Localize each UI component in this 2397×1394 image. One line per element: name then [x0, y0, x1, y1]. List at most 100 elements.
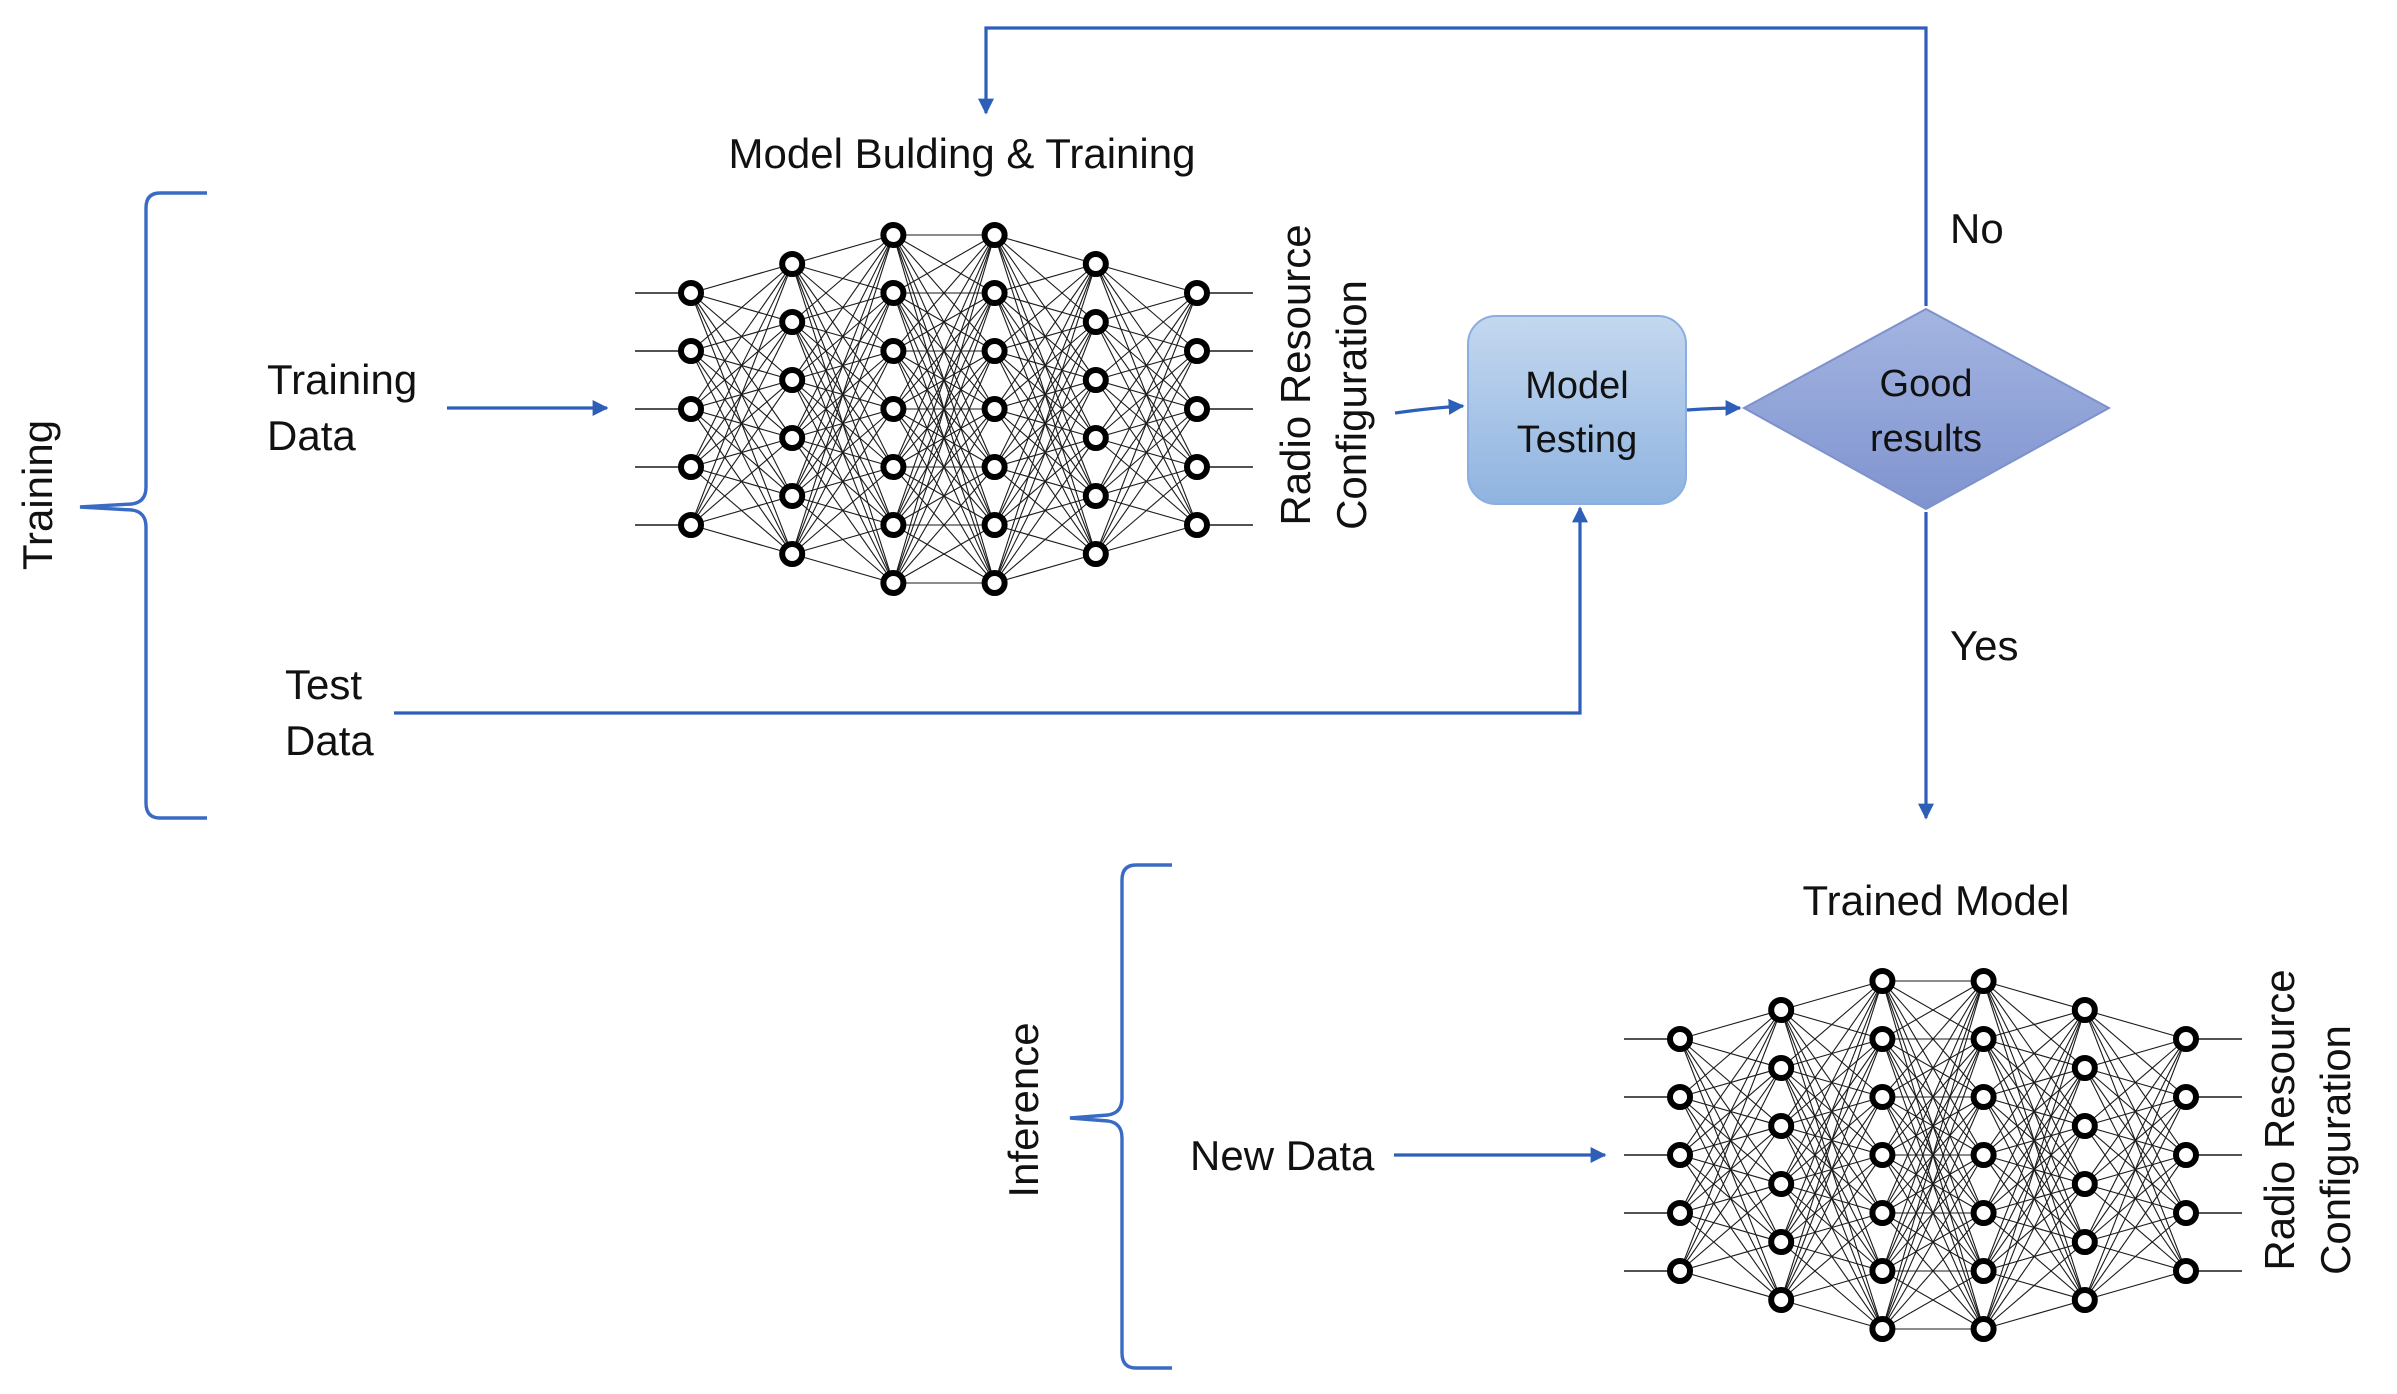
top-network-edge — [994, 234, 1096, 265]
bottom-network-edge — [2084, 1154, 2187, 1301]
bottom-network-node — [1869, 1316, 1896, 1342]
bottom-network-node — [2173, 1258, 2199, 1284]
bottom-network-edge — [1679, 1241, 1782, 1272]
model-building-title: Model Bulding & Training — [729, 130, 1196, 177]
bottom-network-node — [1667, 1142, 1693, 1168]
bottom-network-edge — [1780, 980, 1883, 1185]
top-network-edge — [791, 234, 894, 323]
bottom-network-edge — [1780, 980, 1883, 1127]
bottom-network-edge — [1983, 980, 2085, 1011]
bottom-network-edge — [1983, 1009, 2086, 1330]
top-network-node — [678, 280, 704, 306]
bottom-network-edge — [1679, 1009, 1782, 1040]
top-network-edge — [893, 524, 995, 584]
top-network-edge — [892, 350, 996, 584]
top-network-edge — [690, 379, 793, 526]
bottom-network-node — [1667, 1084, 1693, 1110]
top-network-edge — [792, 553, 894, 584]
top-network-node — [1082, 425, 1109, 451]
top-network-edge — [792, 524, 894, 555]
bottom-network-edge — [2084, 1212, 2187, 1301]
top-network-edge — [1095, 350, 1198, 555]
good-results-label-line1: Good — [1880, 363, 1973, 405]
top-network-edge — [690, 437, 793, 526]
bottom-network-edge — [1881, 980, 1985, 1330]
top-network-edge — [994, 263, 1097, 468]
top-network-node — [1184, 338, 1210, 364]
bottom-network-edge — [1983, 1009, 2086, 1272]
top-network-node — [981, 570, 1008, 596]
bottom-network-edge — [1679, 1009, 1782, 1156]
top-network-edge — [994, 263, 1097, 352]
top-network-edge — [892, 292, 996, 584]
top-network-node — [981, 338, 1008, 364]
top-network-node — [981, 454, 1008, 480]
top-network-edge — [690, 495, 793, 526]
top-network-node — [880, 280, 907, 306]
bottom-network-node — [1869, 968, 1896, 994]
good-results-label-line2: results — [1870, 418, 1982, 460]
bottom-network-node — [2071, 1287, 2098, 1313]
bottom-network-edge — [1983, 1183, 2086, 1330]
bottom-network-edge — [1679, 1125, 1782, 1272]
top-network-node — [1184, 454, 1210, 480]
model-building-network — [635, 222, 1253, 596]
bottom-network-node — [1768, 1229, 1795, 1255]
top-network-edge — [892, 234, 996, 526]
bottom-network-node — [2173, 1142, 2199, 1168]
radio-resource-label-bottom-line2: Configuration — [2312, 1025, 2359, 1275]
top-network-edge — [690, 263, 793, 410]
bottom-network-edge — [2084, 1009, 2187, 1040]
top-network-edge — [792, 234, 894, 265]
bottom-network-edge — [1780, 980, 1883, 1301]
bottom-network-node — [1768, 1171, 1795, 1197]
bottom-network-node — [2071, 1113, 2098, 1139]
bottom-network-edge — [1780, 1154, 1883, 1301]
top-network-edge — [791, 350, 894, 555]
top-network-edge — [791, 408, 894, 555]
top-network-node — [1082, 367, 1109, 393]
good-results-decision — [1741, 307, 2112, 511]
bottom-network-node — [2071, 1171, 2098, 1197]
trained-model-network — [1624, 968, 2242, 1342]
bottom-network-node — [1667, 1258, 1693, 1284]
top-network-node — [779, 309, 806, 335]
radio-resource-label-bottom-line1: Radio Resource — [2256, 969, 2303, 1270]
top-network-node — [981, 512, 1008, 538]
top-network-edge — [994, 495, 1097, 584]
top-network-node — [1082, 251, 1109, 277]
bottom-network-edge — [1679, 1270, 1782, 1301]
bottom-network-node — [1970, 1316, 1997, 1342]
bottom-network-edge — [1679, 1183, 1782, 1272]
top-network-node — [678, 338, 704, 364]
bottom-network-edge — [1881, 1212, 1985, 1330]
bottom-network-edge — [1983, 1009, 2086, 1098]
bottom-network-node — [2173, 1200, 2199, 1226]
bottom-network-node — [2173, 1084, 2199, 1110]
top-network-edge — [690, 263, 793, 468]
top-network-node — [678, 454, 704, 480]
bottom-network-node — [1869, 1142, 1896, 1168]
top-network-node — [1082, 541, 1109, 567]
bottom-network-edge — [1780, 1212, 1883, 1301]
bottom-network-node — [2071, 1055, 2098, 1081]
bottom-network-node — [1970, 1258, 1997, 1284]
bottom-network-edge — [1881, 980, 1985, 1214]
top-network-edge — [1095, 263, 1198, 294]
bottom-network-node — [2071, 1229, 2098, 1255]
top-network-edge — [1095, 292, 1198, 555]
testing-to-decision-arrow — [1686, 400, 1742, 417]
bottom-network-edge — [2084, 1038, 2187, 1127]
bottom-network-node — [2173, 1026, 2199, 1052]
top-network-node — [1082, 483, 1109, 509]
top-network-edge — [1095, 292, 1198, 497]
bottom-network-node — [1869, 1026, 1896, 1052]
top-network-edge — [690, 263, 793, 352]
bottom-network-edge — [1983, 1009, 2086, 1214]
top-network-node — [981, 280, 1008, 306]
inference-brace — [1069, 863, 1172, 1370]
top-network-node — [1184, 512, 1210, 538]
bottom-network-edge — [1679, 1009, 1782, 1098]
training-data-label-line2: Data — [267, 412, 356, 459]
